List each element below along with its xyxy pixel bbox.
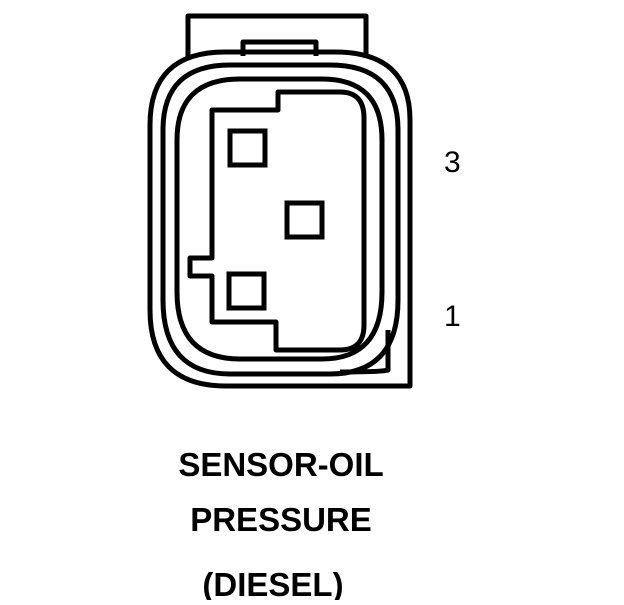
terminals xyxy=(226,128,325,311)
connector-housing xyxy=(147,13,413,389)
latch-tab xyxy=(240,39,319,56)
terminal-pin-2 xyxy=(284,200,325,240)
terminal-pin-3 xyxy=(227,128,268,168)
caption-line-3: (DIESEL) xyxy=(202,566,343,600)
connector-latch xyxy=(185,13,369,58)
connector-body xyxy=(160,62,401,377)
terminal-pin-1 xyxy=(226,271,267,311)
pin-label-3: 3 xyxy=(444,146,461,179)
caption-line-2: PRESSURE xyxy=(190,501,372,538)
connector-face xyxy=(174,76,385,362)
pin-label-1: 1 xyxy=(444,300,461,333)
connector-outer-shell xyxy=(147,49,413,389)
terminal-cavity xyxy=(187,89,367,353)
caption-line-1: SENSOR-OIL xyxy=(178,446,383,483)
